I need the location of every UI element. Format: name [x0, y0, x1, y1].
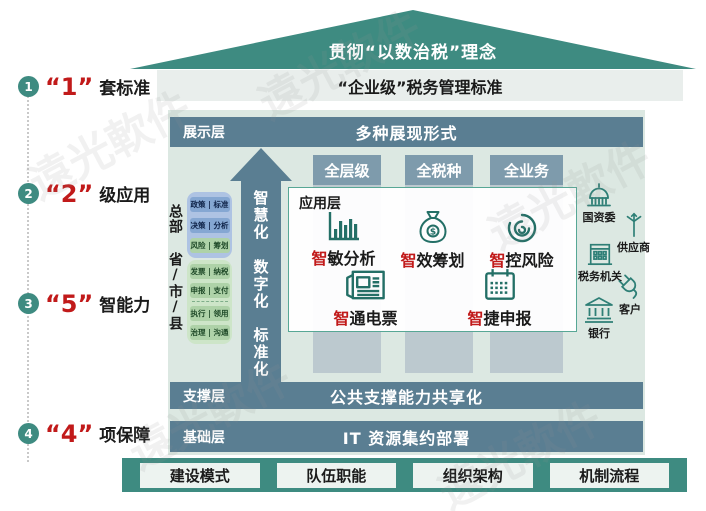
step-number: “4” [45, 419, 94, 448]
nav-row-applications: 2 “2” 级应用 [18, 181, 150, 206]
money-bag-icon: $ [415, 209, 451, 245]
arrow-word-digital: 数字化 [251, 258, 270, 310]
foundation-strip: 建设模式 队伍职能 组织架构 机制流程 [122, 458, 687, 492]
application-layer-label: 应用层 [299, 196, 341, 212]
product-name: 智敏分析 [311, 249, 376, 268]
foundation-item-organization: 组织架构 [413, 462, 533, 488]
chip-divider [191, 301, 228, 303]
dome-icon [582, 182, 616, 208]
office-building-icon [584, 241, 616, 267]
roof-title: 贯彻“以数治税”理念 [328, 43, 498, 63]
column-header-all-levels: 全层级 [313, 155, 381, 185]
nav-row-safeguards: 4 “4” 项保障 [18, 421, 150, 446]
region-chip: 治理 | 沟通 [189, 325, 230, 341]
capability-arrow: 智慧化 数字化 标准化 [241, 180, 281, 390]
base-layer-label: 基础层 [183, 429, 225, 446]
hq-chip: 决策 | 分析 [189, 217, 230, 233]
arrow-word-intelligent: 智慧化 [251, 190, 270, 241]
support-layer-title: 公共支撑能力共享化 [329, 387, 483, 407]
wind-turbine-icon [621, 212, 647, 238]
svg-text:$: $ [429, 228, 435, 238]
application-layer-box: 应用层 智敏分析 [288, 187, 577, 332]
external-customer: 客户 [616, 272, 644, 317]
step-bullet: 2 [18, 183, 39, 204]
base-layer-bar: 基础层 IT 资源集约部署 [170, 421, 643, 452]
foundation-item-process: 机制流程 [549, 462, 669, 488]
calendar-icon [481, 267, 519, 303]
display-layer-title: 多种展现形式 [355, 124, 458, 143]
step-bullet: 4 [18, 423, 39, 444]
external-bank: 银行 [583, 296, 615, 341]
step-bullet: 3 [18, 293, 39, 314]
external-label: 税务机关 [578, 270, 622, 283]
products-row-1: 智敏分析 $ 智效筹划 [299, 209, 566, 271]
step-number: “5” [45, 289, 94, 318]
nav-row-standards: 1 “1” 套标准 [18, 74, 150, 99]
hq-chip: 政策 | 标准 [189, 197, 230, 213]
region-chip: 执行 | 领用 [189, 306, 230, 322]
external-label: 银行 [588, 327, 610, 340]
product-name: 智捷申报 [467, 309, 532, 328]
external-supplier: 供应商 [617, 212, 650, 255]
bar-chart-icon [325, 209, 363, 243]
region-functions-box: 发票 | 纳税 申报 | 支付 执行 | 领用 治理 | 沟通 [187, 260, 232, 344]
display-layer-bar: 展示层 多种展现形式 [170, 117, 643, 147]
step-label: 套标准 [99, 79, 151, 99]
product-name: 智控风险 [489, 251, 554, 270]
support-layer-bar: 支撑层 公共支撑能力共享化 [170, 382, 643, 409]
region-chip: 申报 | 支付 [189, 282, 230, 298]
dotted-guideline [27, 84, 29, 462]
support-layer-label: 支撑层 [183, 388, 225, 405]
foundation-item-construction: 建设模式 [140, 462, 260, 488]
product-smart-risk: 智控风险 [477, 209, 566, 271]
product-smart-analysis: 智敏分析 [299, 209, 388, 271]
standard-bar: “企业级”税务管理标准 [157, 70, 683, 101]
plug-icon [616, 272, 644, 300]
hq-chip: 风险 | 筹划 [189, 237, 230, 253]
product-smart-filing: 智捷申报 [455, 267, 545, 329]
products-row-2: 智通电票 [289, 267, 576, 329]
arrow-word-standardized: 标准化 [251, 327, 270, 378]
product-name: 智通电票 [333, 309, 398, 328]
hq-label: 总部 [167, 204, 183, 234]
region-chip: 发票 | 纳税 [189, 263, 230, 279]
hq-functions-box: 政策 | 标准 决策 | 分析 风险 | 筹划 [187, 192, 232, 258]
roof-banner: 贯彻“以数治税”理念 [130, 10, 696, 69]
base-layer-title: IT 资源集约部署 [342, 428, 471, 448]
step-label: 项保障 [99, 426, 151, 446]
region-label: 省/市/县 [167, 252, 183, 331]
product-smart-planning: $ 智效筹划 [388, 209, 477, 271]
step-bullet: 1 [18, 76, 39, 97]
column-header-all-business: 全业务 [490, 155, 563, 185]
step-label: 级应用 [99, 186, 151, 206]
external-sasac: 国资委 [582, 182, 616, 225]
display-layer-label: 展示层 [183, 125, 225, 141]
external-tax-authority: 税务机关 [578, 241, 622, 284]
step-label: 智能力 [99, 296, 151, 316]
foundation-item-team: 队伍职能 [276, 462, 396, 488]
column-header-all-taxes: 全税种 [405, 155, 473, 185]
risk-vortex-icon [504, 209, 540, 245]
e-invoice-icon [344, 267, 388, 303]
bank-icon [583, 296, 615, 324]
step-number: “1” [45, 72, 94, 101]
external-label: 客户 [619, 303, 641, 316]
step-number: “2” [45, 179, 94, 208]
external-label: 国资委 [582, 211, 616, 224]
product-name: 智效筹划 [400, 251, 465, 270]
nav-row-capabilities: 3 “5” 智能力 [18, 291, 150, 316]
external-label: 供应商 [617, 241, 650, 254]
standard-bar-text: “企业级”税务管理标准 [337, 77, 503, 97]
product-smart-einvoice: 智通电票 [321, 267, 411, 329]
